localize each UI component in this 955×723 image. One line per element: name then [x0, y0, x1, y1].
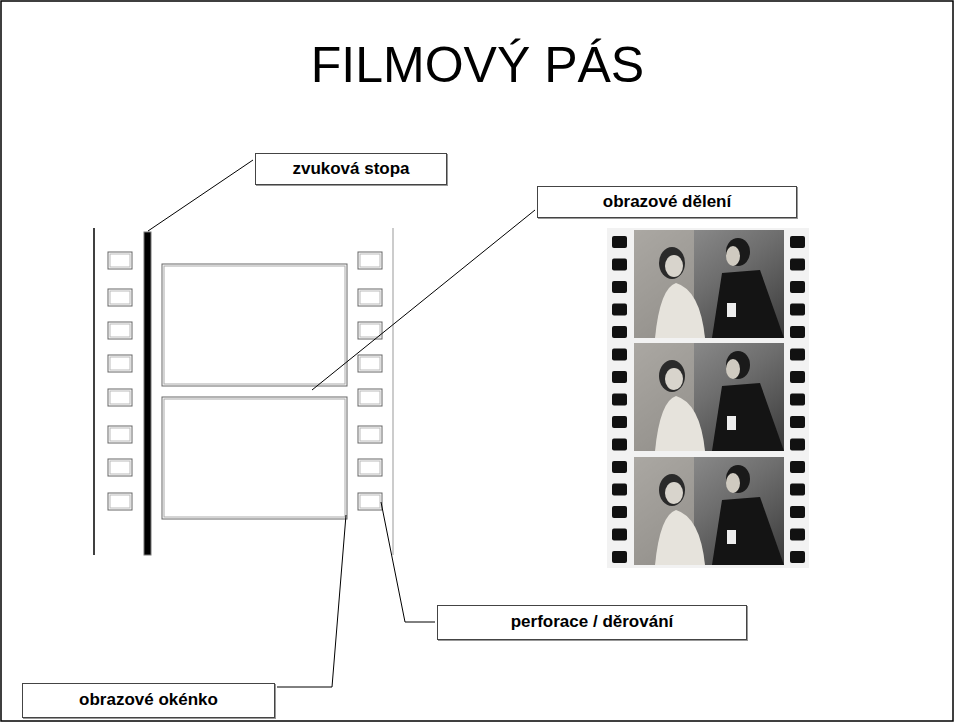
- label-box: obrazové okénko: [22, 683, 275, 718]
- part-label: obrazové dělení: [603, 192, 731, 212]
- label-box: perforace / děrování: [437, 605, 747, 640]
- label-box: obrazové dělení: [537, 186, 797, 218]
- part-label: perforace / děrování: [511, 612, 674, 632]
- part-label: zvuková stopa: [292, 159, 409, 179]
- film-photo: [607, 228, 809, 568]
- part-label: obrazové okénko: [79, 690, 218, 710]
- film-schematic: [94, 228, 393, 555]
- label-box: zvuková stopa: [255, 153, 447, 185]
- slide-title: FILMOVÝ PÁS: [0, 38, 955, 93]
